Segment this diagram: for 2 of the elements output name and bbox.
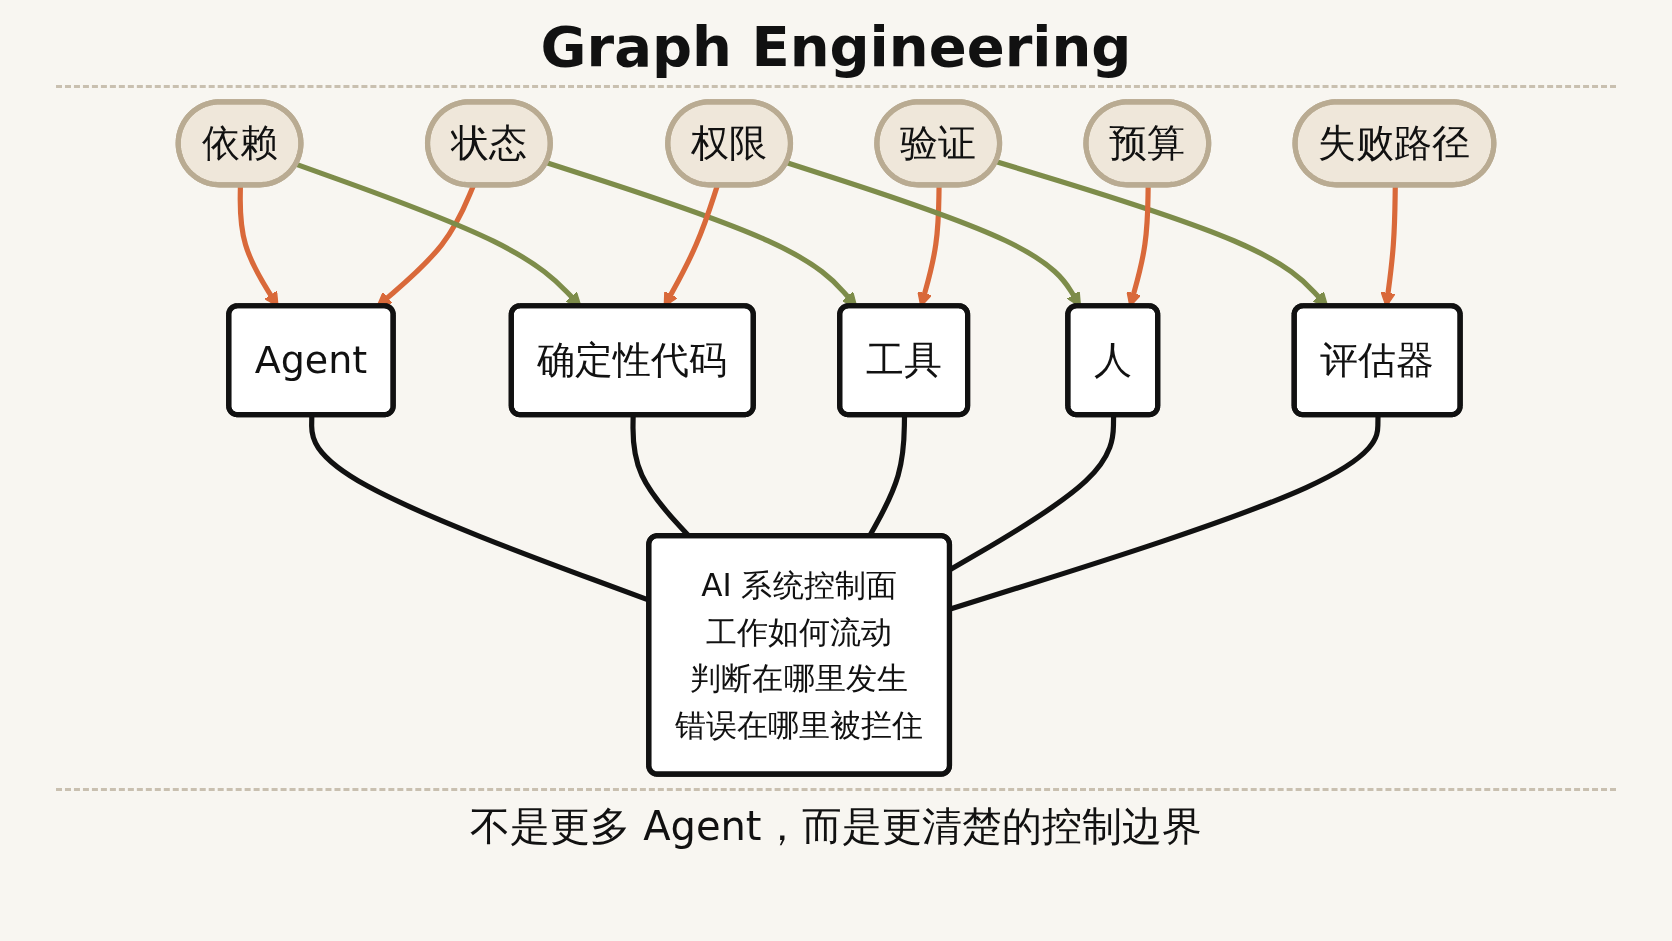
caption: 不是更多 Agent，而是更清楚的控制边界 (470, 802, 1202, 851)
title: Graph Engineering (540, 14, 1132, 79)
